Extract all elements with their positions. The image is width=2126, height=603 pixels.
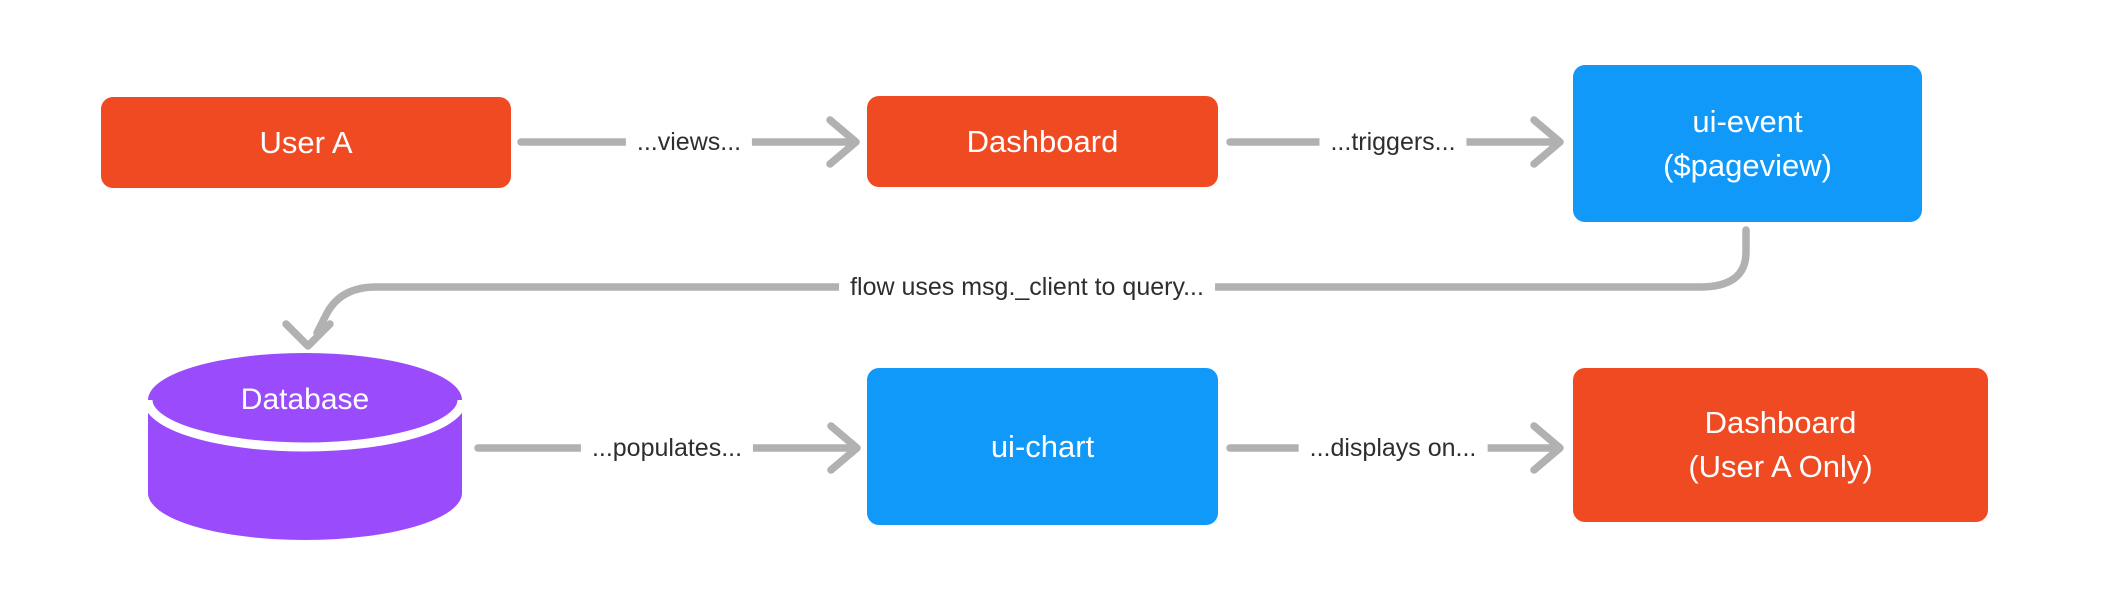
node-dashboard-user-a-label-line2: (User A Only) — [1688, 449, 1873, 484]
edge-triggers-arrowhead-icon — [1530, 116, 1564, 168]
node-user-a-label: User A — [259, 124, 353, 160]
node-ui-chart-label: ui-chart — [990, 428, 1095, 464]
node-user-a: User A — [101, 97, 511, 188]
node-dashboard-label: Dashboard — [966, 123, 1119, 159]
node-ui-event-label-line2: ($pageview) — [1663, 147, 1832, 183]
node-ui-event: ui-event ($pageview) — [1573, 65, 1922, 222]
edge-label-query: flow uses msg._client to query... — [839, 272, 1215, 302]
edge-populates-arrowhead-icon — [827, 422, 861, 474]
edge-label-populates: ...populates... — [580, 433, 754, 463]
edge-label-displays-on: ...displays on... — [1298, 433, 1488, 463]
edge-query-line — [313, 226, 1750, 337]
node-ui-event-label-line1: ui-event — [1692, 103, 1803, 139]
node-dashboard-user-a: Dashboard (User A Only) — [1573, 368, 1988, 522]
database-cylinder-icon — [148, 353, 462, 540]
edge-query-arrowhead-icon — [282, 320, 334, 350]
node-dashboard: Dashboard — [867, 96, 1218, 187]
edge-displays-on-arrowhead-icon — [1530, 422, 1564, 474]
cylinder-divider — [148, 399, 462, 452]
edge-label-views: ...views... — [625, 127, 753, 157]
node-ui-chart: ui-chart — [867, 368, 1218, 525]
edge-label-triggers: ...triggers... — [1319, 127, 1467, 157]
node-database-label: Database — [240, 383, 370, 416]
node-dashboard-user-a-label-line1: Dashboard — [1704, 405, 1857, 440]
node-database: Database — [148, 353, 462, 540]
edge-views-arrowhead-icon — [826, 116, 860, 168]
